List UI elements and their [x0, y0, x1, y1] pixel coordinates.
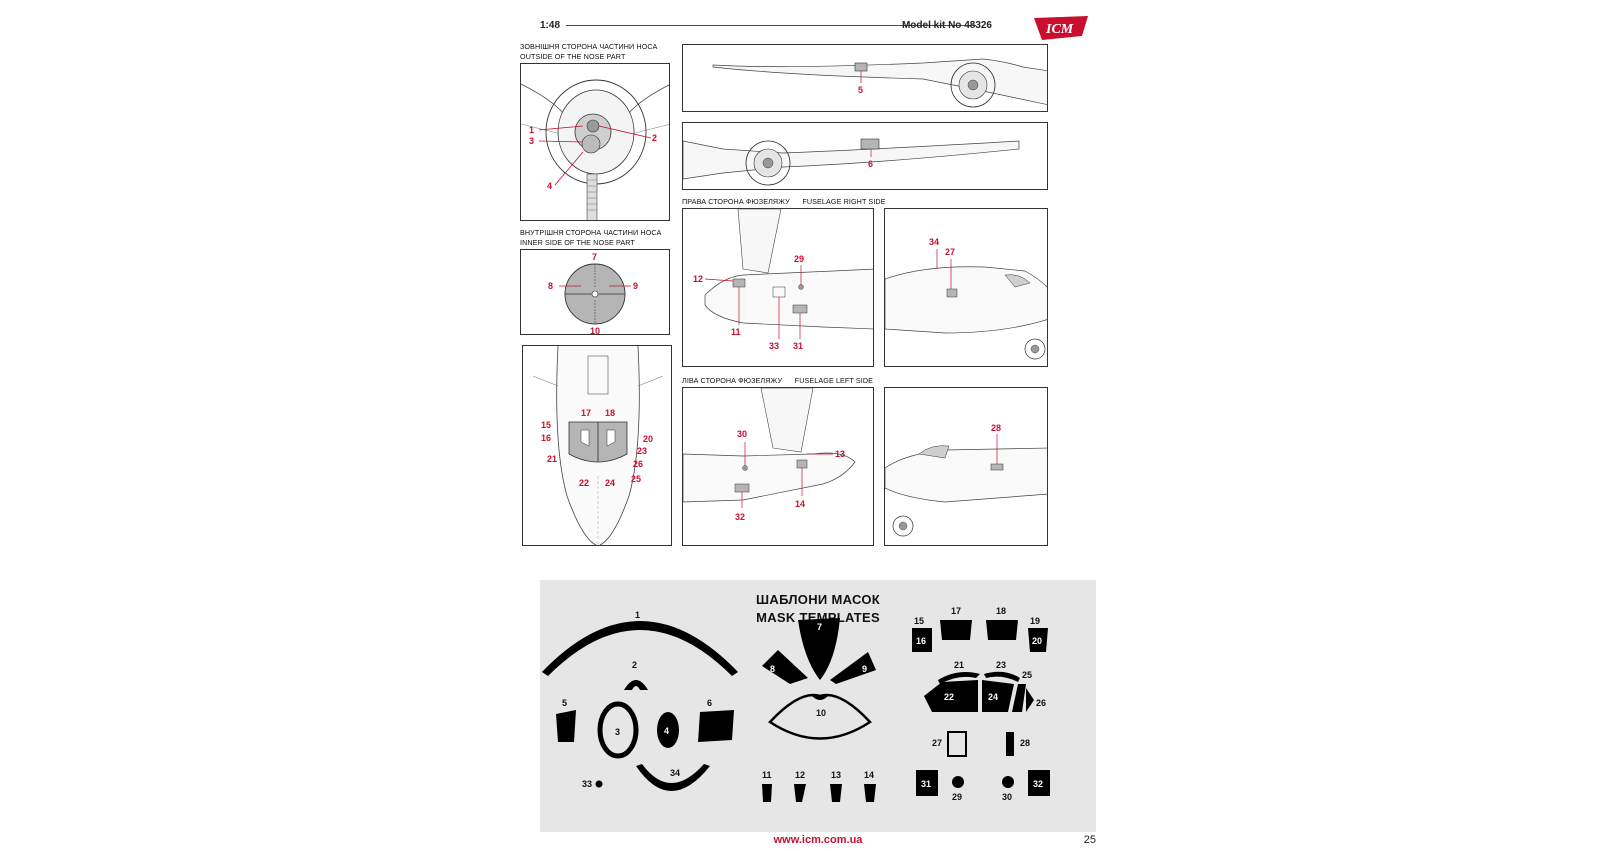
mask-29: 29 [952, 792, 962, 802]
mask-8: 8 [770, 664, 775, 674]
label-5: 5 [858, 85, 863, 95]
panel-nose-inside: 7 8 9 10 [520, 249, 670, 335]
mask-28: 28 [1020, 738, 1030, 748]
kit-number: Model kit No 48326 [901, 20, 992, 31]
panel-left-detail: 28 [884, 387, 1048, 546]
page-header: 1:48 Model kit No 48326 ICM [540, 14, 1096, 42]
caption-fus-left-en: FUSELAGE LEFT SIDE [794, 376, 874, 385]
label-10: 10 [590, 326, 600, 335]
mask-32: 32 [1033, 779, 1043, 789]
label-29: 29 [794, 254, 804, 264]
label-34: 34 [929, 237, 939, 247]
label-21: 21 [547, 454, 557, 464]
mask-9: 9 [862, 664, 867, 674]
label-25: 25 [631, 474, 641, 484]
mask-4: 4 [664, 726, 669, 736]
label-17: 17 [581, 408, 591, 418]
label-20: 20 [643, 434, 653, 444]
mask-27: 27 [932, 738, 942, 748]
label-30: 30 [737, 429, 747, 439]
mask-1: 1 [635, 610, 640, 620]
label-31: 31 [793, 341, 803, 351]
mask-5: 5 [562, 698, 567, 708]
label-12: 12 [693, 274, 703, 284]
label-13: 13 [835, 449, 845, 459]
label-27: 27 [945, 247, 955, 257]
label-3: 3 [529, 136, 534, 146]
mask-11: 11 [762, 770, 772, 780]
mask-12: 12 [795, 770, 805, 780]
panel-wing-bottom: 6 [682, 122, 1048, 190]
mask-25: 25 [1022, 670, 1032, 680]
mask-templates: ШАБЛОНИ МАСОК MASK TEMPLATES 1 2 3 4 5 6… [540, 580, 1096, 832]
caption-fus-right-en: FUSELAGE RIGHT SIDE [802, 197, 886, 206]
mask-22: 22 [944, 692, 954, 702]
label-7: 7 [592, 252, 597, 262]
mask-18: 18 [996, 606, 1006, 616]
mask-19: 19 [1030, 616, 1040, 626]
mask-title-en: MASK TEMPLATES [756, 610, 880, 625]
mask-24: 24 [988, 692, 998, 702]
mask-20: 20 [1032, 636, 1042, 646]
mask-6: 6 [707, 698, 712, 708]
label-32: 32 [735, 512, 745, 522]
panel-canopy-top: 17 18 15 16 20 21 23 26 22 24 25 [522, 345, 672, 546]
label-14: 14 [795, 499, 805, 509]
mask-23: 23 [996, 660, 1006, 670]
mask-33: 33 [582, 779, 592, 789]
instruction-page: 1:48 Model kit No 48326 ICM ЗОВНІШНЯ СТО… [520, 14, 1096, 850]
footer-url[interactable]: www.icm.com.ua [773, 834, 863, 846]
label-11: 11 [731, 327, 741, 337]
panel-fuselage-right: 12 29 11 33 31 [682, 208, 874, 367]
label-26: 26 [633, 459, 643, 469]
icm-logo: ICM [1034, 16, 1088, 40]
caption-nose-outside-ua: ЗОВНІШНЯ СТОРОНА ЧАСТИНИ НОСА [520, 42, 658, 51]
mask-21: 21 [954, 660, 964, 670]
label-24: 24 [605, 478, 615, 488]
label-28: 28 [991, 423, 1001, 433]
scale-label: 1:48 [540, 20, 561, 31]
mask-30: 30 [1002, 792, 1012, 802]
caption-nose-outside-en: OUTSIDE OF THE NOSE PART [520, 52, 626, 61]
svg-text:ICM: ICM [1045, 22, 1074, 37]
label-1: 1 [529, 125, 534, 135]
mask-16: 16 [916, 636, 926, 646]
label-4: 4 [547, 181, 552, 191]
mask-15: 15 [914, 616, 924, 626]
caption-fus-left-ua: ЛІВА СТОРОНА ФЮЗЕЛЯЖУ [682, 376, 783, 385]
panel-nose-outside: 1 2 3 4 [520, 63, 670, 221]
label-2: 2 [652, 133, 657, 143]
caption-fus-right-ua: ПРАВА СТОРОНА ФЮЗЕЛЯЖУ [682, 197, 790, 206]
label-15: 15 [541, 420, 551, 430]
caption-nose-inside-ua: ВНУТРІШНЯ СТОРОНА ЧАСТИНИ НОСА [520, 228, 662, 237]
mask-13: 13 [831, 770, 841, 780]
header-rule [566, 25, 976, 26]
mask-7: 7 [817, 622, 822, 632]
label-9: 9 [633, 281, 638, 291]
label-16: 16 [541, 433, 551, 443]
label-18: 18 [605, 408, 615, 418]
label-8: 8 [548, 281, 553, 291]
mask-title-ua: ШАБЛОНИ МАСОК [756, 592, 880, 607]
label-23: 23 [637, 446, 647, 456]
page-number: 25 [1083, 834, 1096, 846]
mask-34: 34 [670, 768, 680, 778]
label-33: 33 [769, 341, 779, 351]
mask-17: 17 [951, 606, 961, 616]
mask-31: 31 [921, 779, 931, 789]
mask-10: 10 [816, 708, 826, 718]
mask-26: 26 [1036, 698, 1046, 708]
mask-3: 3 [615, 727, 620, 737]
panel-right-detail: 34 27 [884, 208, 1048, 367]
label-6: 6 [868, 159, 873, 169]
label-22: 22 [579, 478, 589, 488]
caption-nose-inside-en: INNER SIDE OF THE NOSE PART [520, 238, 635, 247]
panel-fuselage-left: 30 13 32 14 [682, 387, 874, 546]
mask-14: 14 [864, 770, 874, 780]
mask-2: 2 [632, 660, 637, 670]
panel-wing-top: 5 [682, 44, 1048, 112]
